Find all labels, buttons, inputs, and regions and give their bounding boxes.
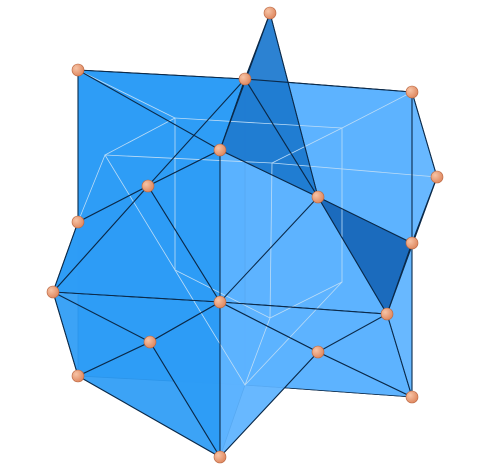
vertex-markers bbox=[46, 6, 444, 464]
vertex-sphere bbox=[141, 179, 155, 193]
edge-h2-h4 bbox=[271, 127, 343, 164]
vertex-sphere bbox=[71, 369, 85, 383]
edge-m5-c4 bbox=[77, 341, 151, 377]
vertex-sphere bbox=[213, 450, 227, 464]
edge-c4-b bbox=[77, 375, 221, 458]
edge-m2-m3 bbox=[317, 196, 413, 244]
vertex-sphere bbox=[71, 215, 85, 229]
vertex-sphere bbox=[238, 72, 252, 86]
edge-m2-ce bbox=[219, 196, 319, 303]
edge-c1-h1 bbox=[77, 69, 176, 119]
edge-c3-h2 bbox=[341, 91, 413, 129]
edge-m1-c2 bbox=[147, 78, 246, 187]
edge-h4-h7 bbox=[269, 162, 273, 319]
vertex-sphere bbox=[46, 285, 60, 299]
edge-m5-ce bbox=[149, 301, 221, 343]
edge-ll-m5 bbox=[52, 291, 151, 343]
vertex-sphere bbox=[311, 190, 325, 204]
edge-l-ll bbox=[52, 221, 79, 293]
edge-h3-h5 bbox=[104, 154, 176, 271]
spike-right-back bbox=[411, 91, 438, 244]
visible-edges bbox=[52, 12, 438, 458]
vertex-sphere bbox=[213, 295, 227, 309]
edge-h7-h8 bbox=[244, 317, 271, 386]
edge-m6-c5 bbox=[317, 351, 413, 398]
edge-fc-m2 bbox=[219, 149, 319, 198]
vertex-sphere bbox=[71, 63, 85, 77]
vertex-sphere bbox=[405, 85, 419, 99]
edge-c1-fc bbox=[77, 69, 221, 151]
edge-ce-m4 bbox=[219, 301, 388, 315]
edge-h1-h2 bbox=[174, 117, 343, 129]
edge-m3-m4 bbox=[386, 242, 413, 315]
edge-m6-b bbox=[219, 351, 319, 458]
vertex-sphere bbox=[143, 335, 157, 349]
vertex-sphere bbox=[263, 6, 277, 20]
edge-m2-m4 bbox=[317, 196, 388, 315]
vertex-sphere bbox=[213, 143, 227, 157]
vertex-sphere bbox=[311, 345, 325, 359]
edge-c2-c3 bbox=[244, 78, 413, 93]
edge-h6-h8 bbox=[244, 281, 343, 386]
edge-c2-m2 bbox=[244, 78, 319, 198]
edge-h6-h7 bbox=[269, 281, 343, 319]
edge-ce-m6 bbox=[219, 301, 319, 353]
vertex-sphere bbox=[380, 307, 394, 321]
vertex-sphere bbox=[405, 390, 419, 404]
edge-l-h3 bbox=[77, 154, 106, 223]
edge-r-c3 bbox=[411, 91, 438, 178]
edge-m4-c5 bbox=[386, 313, 413, 398]
edge-r-h4 bbox=[271, 162, 438, 178]
edge-fc-m1 bbox=[147, 149, 221, 187]
edge-m1-l bbox=[77, 185, 149, 223]
edge-m1-ce bbox=[147, 185, 221, 303]
edge-m1-ll bbox=[52, 185, 149, 293]
edge-m5-b bbox=[149, 341, 221, 458]
edge-h1-h3 bbox=[104, 117, 176, 156]
vertex-sphere bbox=[430, 170, 444, 184]
edge-ll-c4 bbox=[52, 291, 79, 377]
edge-t-m2 bbox=[269, 12, 319, 198]
edge-h5-h8 bbox=[174, 269, 246, 386]
edge-h5-h7 bbox=[174, 269, 271, 319]
vertex-sphere bbox=[405, 236, 419, 250]
edge-c1-c2 bbox=[77, 69, 246, 80]
edge-ll-ce bbox=[52, 291, 221, 303]
edge-m6-m4 bbox=[317, 313, 388, 353]
